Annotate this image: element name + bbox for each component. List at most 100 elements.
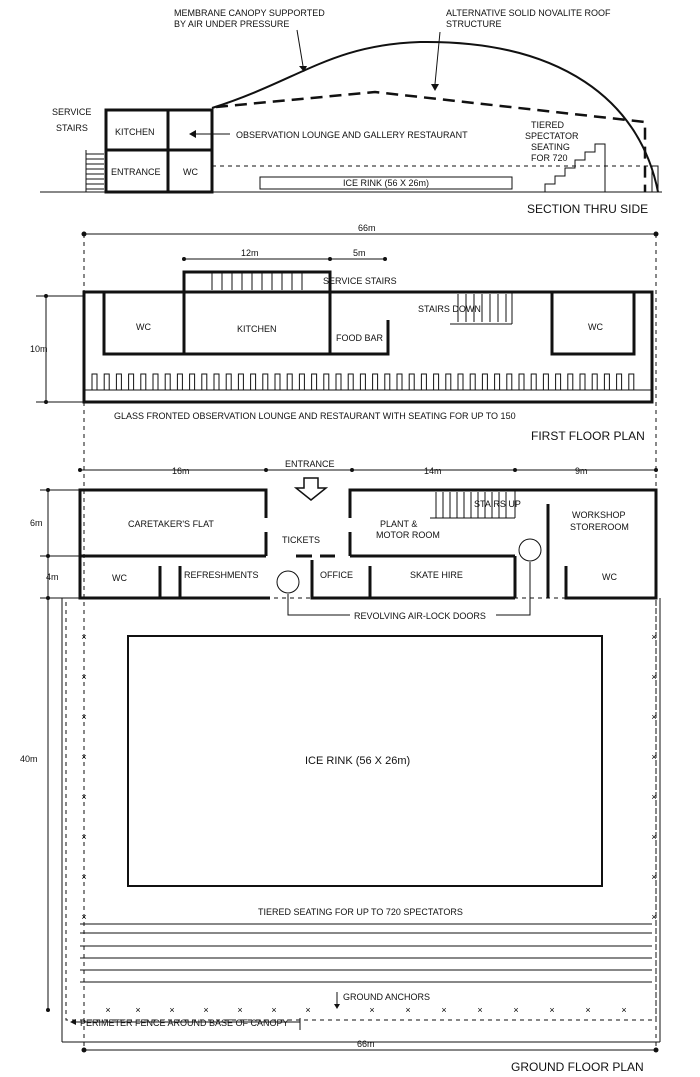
gf-wc-right-label: WC [602, 572, 617, 582]
gf-dim-4: 4m [46, 572, 59, 582]
gf-dim-66: 66m [357, 1039, 375, 1049]
section-wc-label: WC [183, 167, 198, 177]
ff-kitchen-north-wall [182, 270, 332, 292]
window-mullion [103, 373, 110, 391]
anchor-cross-icon: × [81, 672, 86, 682]
ff-dim-10: 10m [30, 344, 48, 354]
window-mullion [567, 373, 574, 391]
anchor-cross-icon: × [651, 872, 656, 882]
window-mullion [335, 373, 342, 391]
section-rink-label: ICE RINK (56 X 26m) [343, 178, 429, 188]
membrane-note-line2: BY AIR UNDER PRESSURE [174, 19, 289, 29]
ff-title: FIRST FLOOR PLAN [531, 429, 645, 443]
gf-plant-label-line1: PLANT & [380, 519, 417, 529]
ff-dim-5: 5m [353, 248, 366, 258]
window-mullion [579, 373, 586, 391]
revolving-door-left-icon[interactable] [276, 570, 300, 594]
window-mullion [237, 373, 244, 391]
anchor-cross-icon: × [441, 1005, 446, 1015]
window-mullion [225, 373, 232, 391]
revolving-door-right-icon[interactable] [518, 538, 542, 562]
anchor-cross-icon: × [513, 1005, 518, 1015]
gf-dim-16: 16m [172, 466, 190, 476]
gf-wc-left-label: WC [112, 573, 127, 583]
anchor-cross-icon: × [105, 1005, 110, 1015]
seating-note-line3: SEATING [531, 142, 570, 152]
gf-doors-label: REVOLVING AIR-LOCK DOORS [354, 611, 486, 621]
gf-rink-label: ICE RINK (56 X 26m) [305, 755, 410, 767]
membrane-arrowhead [299, 66, 307, 72]
section-lounge-note: OBSERVATION LOUNGE AND GALLERY RESTAURAN… [236, 130, 468, 140]
window-mullion [347, 373, 354, 391]
window-mullion [298, 373, 305, 391]
gf-refreshments-label: REFRESHMENTS [184, 570, 259, 580]
anchor-cross-icon: × [81, 872, 86, 882]
lounge-arrowhead [189, 130, 196, 138]
ff-window-row [91, 373, 635, 391]
anchor-cross-icon: × [81, 912, 86, 922]
ff-stairs-down [450, 292, 513, 325]
window-mullion [286, 373, 293, 391]
window-mullion [250, 373, 257, 391]
gf-dim-9: 9m [575, 466, 588, 476]
roof-note-line2: STRUCTURE [446, 19, 502, 29]
window-mullion [396, 373, 403, 391]
ff-food-bar-label: FOOD BAR [336, 333, 384, 343]
seating-note-line1: TIERED [531, 120, 565, 130]
anchor-cross-icon: × [651, 632, 656, 642]
section-thru-side: MEMBRANE CANOPY SUPPORTED BY AIR UNDER P… [40, 8, 662, 216]
anchor-cross-icon: × [651, 672, 656, 682]
gf-office-walls [310, 560, 370, 600]
ground-anchors: ××××××××××××××××××××××××××××××× [81, 632, 656, 1015]
gf-dim-6: 6m [30, 518, 43, 528]
window-mullion [420, 373, 427, 391]
gf-entrance-label: ENTRANCE [285, 459, 335, 469]
window-mullion [469, 373, 476, 391]
gf-anchors-label: GROUND ANCHORS [343, 992, 430, 1002]
anchor-cross-icon: × [135, 1005, 140, 1015]
section-title: SECTION THRU SIDE [527, 202, 648, 216]
window-mullion [115, 373, 122, 391]
window-mullion [494, 373, 501, 391]
anchor-cross-icon: × [585, 1005, 590, 1015]
ff-service-stairs [211, 272, 303, 290]
window-mullion [164, 373, 171, 391]
anchor-cross-icon: × [81, 632, 86, 642]
ff-wc-left-walls [102, 292, 186, 356]
ff-wc-right-label: WC [588, 322, 603, 332]
window-mullion [176, 373, 183, 391]
window-mullion [628, 373, 635, 391]
window-mullion [189, 373, 196, 391]
window-mullion [506, 373, 513, 391]
entrance-arrow-icon [293, 477, 329, 501]
window-mullion [262, 373, 269, 391]
fence-arrow-icon [70, 1019, 76, 1025]
window-mullion [372, 373, 379, 391]
gf-plant-label-line2: MOTOR ROOM [376, 530, 440, 540]
gf-storeroom-label: STOREROOM [570, 522, 629, 532]
ff-dim-12: 12m [241, 248, 259, 258]
ff-lounge-label: GLASS FRONTED OBSERVATION LOUNGE AND RES… [114, 411, 516, 421]
section-entrance-label: ENTRANCE [111, 167, 161, 177]
ground-floor-plan: 16m 14m 9m ENTRANCE 6m 4m 40m [20, 459, 661, 1074]
anchor-cross-icon: × [81, 792, 86, 802]
anchor-cross-icon: × [651, 712, 656, 722]
gf-seating-label: TIERED SEATING FOR UP TO 720 SPECTATORS [258, 907, 463, 917]
window-mullion [384, 373, 391, 391]
ff-wc-left-label: WC [136, 322, 151, 332]
anchor-cross-icon: × [477, 1005, 482, 1015]
window-mullion [433, 373, 440, 391]
section-service-stairs [85, 150, 104, 192]
window-mullion [311, 373, 318, 391]
service-stairs-note-line2: STAIRS [56, 123, 88, 133]
window-mullion [128, 373, 135, 391]
ff-food-bar-walls [330, 320, 390, 356]
membrane-pointer [296, 29, 304, 67]
section-rink-slab [259, 176, 513, 190]
anchor-cross-icon: × [651, 912, 656, 922]
roof-pointer [434, 31, 441, 85]
window-mullion [542, 373, 549, 391]
section-kitchen-label: KITCHEN [115, 127, 155, 137]
anchor-cross-icon: × [81, 752, 86, 762]
gf-skate-hire-label: SKATE HIRE [410, 570, 463, 580]
